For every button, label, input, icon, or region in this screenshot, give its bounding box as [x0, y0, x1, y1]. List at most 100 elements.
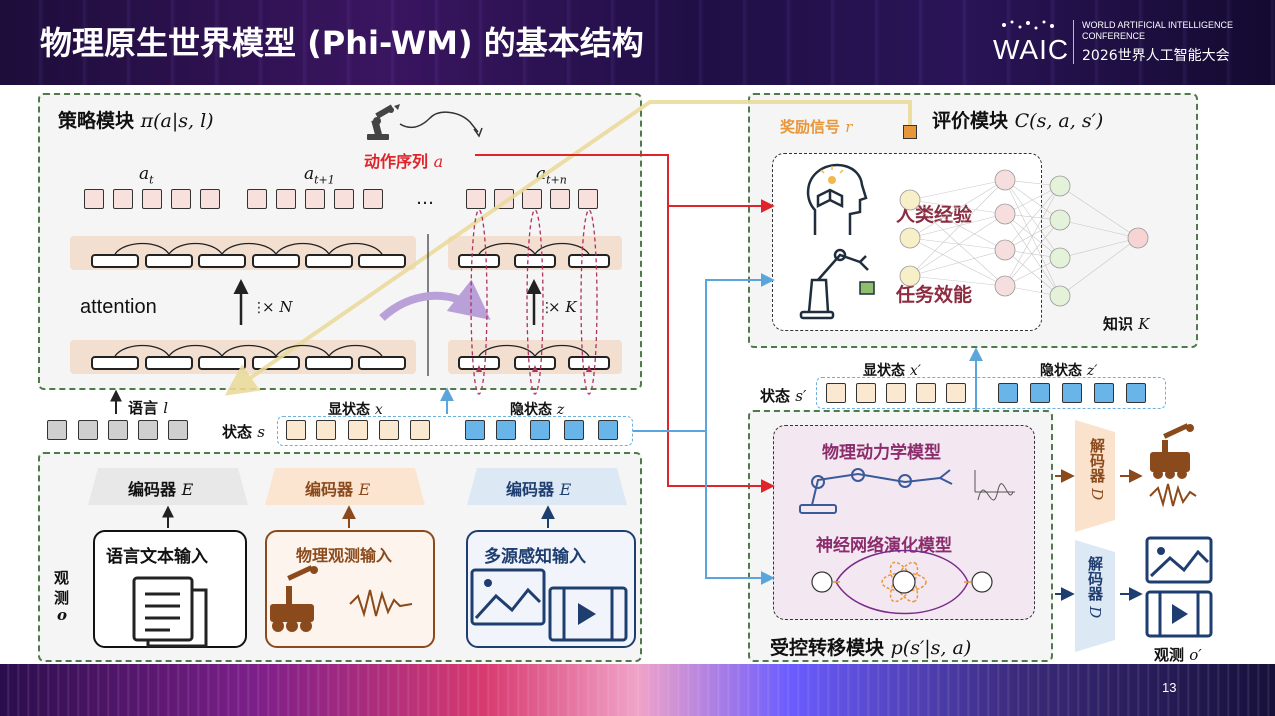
next-state-label: 状态 s′: [760, 387, 807, 405]
language-input-label: 语言文本输入: [106, 547, 208, 567]
footer-banner: [0, 664, 1275, 716]
encoder-label-multisource: 编码器 E: [506, 480, 572, 499]
attention-token: [305, 356, 353, 370]
transition-title: 受控转移模块 p(s′|s, a): [770, 637, 972, 659]
next-explicit-token: [856, 383, 876, 403]
attention-token: [145, 254, 193, 268]
observation-label-var: o: [57, 606, 68, 624]
action-token: [466, 189, 486, 209]
action-token: [305, 189, 325, 209]
encoder-label-physical: 编码器 E: [305, 480, 371, 499]
action-token: [494, 189, 514, 209]
policy-title: 策略模块 π(a|s, l): [58, 110, 214, 132]
action-token: [550, 189, 570, 209]
next-latent-token: [1126, 383, 1146, 403]
action-token: [84, 189, 104, 209]
language-token: [108, 420, 128, 440]
attention-token: [514, 254, 556, 268]
action-token: [334, 189, 354, 209]
action-token: [363, 189, 383, 209]
next-explicit-token: [916, 383, 936, 403]
multisource-input-label: 多源感知输入: [484, 547, 586, 567]
state-label: 状态 s: [222, 423, 265, 441]
next-latent-state-label: 隐状态 z′: [1040, 363, 1098, 379]
action-token: [276, 189, 296, 209]
language-token: [78, 420, 98, 440]
attention-token: [568, 254, 610, 268]
attention-token: [358, 254, 406, 268]
attention-token: [91, 254, 139, 268]
next-latent-token: [1094, 383, 1114, 403]
action-token: [200, 189, 220, 209]
observation-label-1: 观: [54, 569, 70, 587]
explicit-token: [379, 420, 399, 440]
attention-token: [458, 254, 500, 268]
attention-token: [514, 356, 556, 370]
next-explicit-token: [826, 383, 846, 403]
logo-divider: [1073, 20, 1074, 64]
next-latent-token: [1030, 383, 1050, 403]
explicit-token: [286, 420, 306, 440]
attention-token: [305, 254, 353, 268]
action-token: [247, 189, 267, 209]
logo-line-2: CONFERENCE: [1082, 31, 1146, 41]
token-label-t1: at+1: [304, 164, 335, 187]
attention-token: [252, 356, 300, 370]
ellipsis: …: [416, 188, 434, 209]
next-explicit-token: [946, 383, 966, 403]
repeat-n-label: × N: [262, 298, 293, 316]
physics-model-label: 物理动力学模型: [822, 443, 941, 463]
latent-state-label: 隐状态 z: [510, 402, 565, 418]
physical-input-label: 物理观测输入: [296, 546, 393, 565]
logo-line-1: WORLD ARTIFICIAL INTELLIGENCE: [1082, 20, 1234, 30]
action-token: [578, 189, 598, 209]
repeat-k-label: × K: [548, 298, 577, 316]
attention-token: [145, 356, 193, 370]
neural-model-label: 神经网络演化模型: [816, 536, 952, 556]
next-latent-token: [1062, 383, 1082, 403]
attention-token: [91, 356, 139, 370]
critic-title: 评价模块 C(s, a, s′): [932, 110, 1104, 132]
attention-token: [198, 356, 246, 370]
task-efficiency-label: 任务效能: [896, 284, 973, 306]
reward-signal-marker: [903, 125, 917, 139]
language-token: [168, 420, 188, 440]
waic-logo-text: WAIC: [993, 34, 1070, 65]
action-token: [113, 189, 133, 209]
next-explicit-token: [886, 383, 906, 403]
language-label: 语言 l: [128, 399, 169, 417]
attention-token: [568, 356, 610, 370]
attention-token: [198, 254, 246, 268]
action-token: [171, 189, 191, 209]
token-label-t: at: [139, 164, 154, 187]
waic-logo-dots-icon: [1002, 20, 1054, 30]
token-label-tn: at+n: [536, 164, 567, 187]
observation-label-2: 测: [54, 589, 70, 607]
action-sequence-label: 动作序列 a: [364, 152, 444, 171]
decoder-top-label: 解码器 D: [1088, 438, 1106, 501]
attention-token: [252, 254, 300, 268]
latent-token: [564, 420, 584, 440]
action-token: [142, 189, 162, 209]
reward-signal-label: 奖励信号 r: [780, 118, 853, 136]
decoder-bottom-label: 解码器 D: [1086, 556, 1104, 619]
attention-label: attention: [80, 296, 157, 318]
encoder-label-language: 编码器 E: [128, 480, 194, 499]
attention-token: [358, 356, 406, 370]
language-token: [138, 420, 158, 440]
latent-token: [598, 420, 618, 440]
latent-token: [465, 420, 485, 440]
output-observation-label: 观测 o′: [1154, 646, 1202, 664]
knowledge-label: 知识 K: [1103, 315, 1150, 333]
page-number: 13: [1162, 680, 1177, 695]
latent-token: [496, 420, 516, 440]
next-latent-token: [998, 383, 1018, 403]
explicit-token: [410, 420, 430, 440]
current-state-group: [277, 416, 633, 446]
logo-line-3: 2026世界人工智能大会: [1082, 48, 1230, 64]
attention-token: [458, 356, 500, 370]
action-token: [522, 189, 542, 209]
explicit-token: [348, 420, 368, 440]
latent-token: [530, 420, 550, 440]
page-title: 物理原生世界模型 (Phi-WM) 的基本结构: [40, 24, 644, 62]
